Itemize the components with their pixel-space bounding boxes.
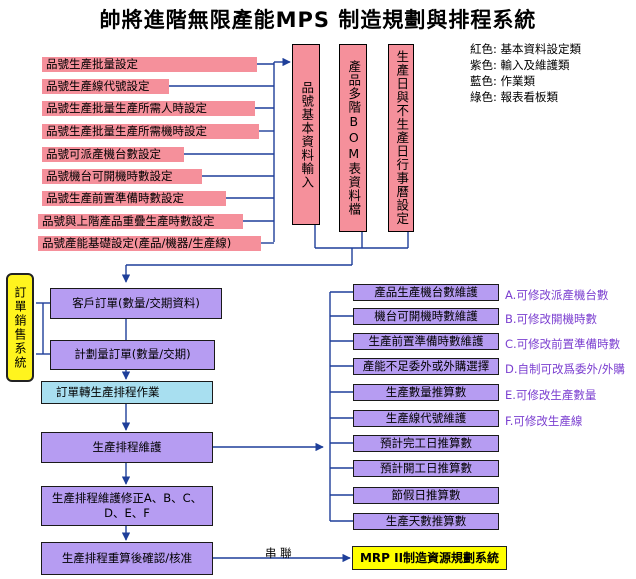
note-b: B.可修改開機時數 <box>505 312 598 326</box>
schedule-maintain-box[interactable]: 生產排程維護 <box>41 432 213 463</box>
note-f: F.可修改生產線 <box>505 414 583 428</box>
right-item-prep-hours[interactable]: 生產前置準備時數維護 <box>353 333 499 350</box>
right-item-machine-count[interactable]: 產品生產機台數維護 <box>353 284 499 301</box>
item-master-input-box[interactable]: 品號基本資料輸入 <box>292 44 320 225</box>
legend-blue: 藍色: 作業類 <box>470 74 536 88</box>
customer-order-box[interactable]: 客戶訂單(數量/交期資料) <box>50 288 222 319</box>
order-to-schedule-box[interactable]: 訂單轉生產排程作業 <box>41 381 213 404</box>
note-a: A.可修改派產機台數 <box>505 288 609 302</box>
setting-lead-prep-hours[interactable]: 品號生產前置準備時數設定 <box>42 191 226 206</box>
schedule-recalc-box[interactable]: 生產排程重算後確認/核准 <box>41 542 213 575</box>
legend-red: 紅色: 基本資料設定類 <box>470 42 582 56</box>
order-sales-system[interactable]: 訂單銷售系統 <box>6 273 34 382</box>
setting-machine-hours[interactable]: 品號生產批量生產所需機時設定 <box>42 124 259 139</box>
legend-purple: 紫色: 輸入及維護類 <box>470 58 570 72</box>
right-item-line-code[interactable]: 生產線代號維護 <box>353 410 499 427</box>
note-d: D.自制可改爲委外/外購 <box>505 362 625 376</box>
setting-capacity-base[interactable]: 品號產能基礎設定(產品/機器/生產線) <box>38 236 261 251</box>
serial-label: 串 聯 <box>265 546 292 560</box>
setting-overlap-hours[interactable]: 品號與上階產品重疊生產時數設定 <box>38 214 243 229</box>
calendar-setting-box[interactable]: 生產日與不生產日行事曆設定 <box>388 44 414 232</box>
bom-file-box[interactable]: 產品多階BOM表資料檔 <box>339 44 367 232</box>
right-item-start-date[interactable]: 預計開工日推算數 <box>353 460 499 477</box>
note-c: C.可修改前置準備時數 <box>505 337 621 351</box>
setting-machine-open-hours[interactable]: 品號機台可開機時數設定 <box>42 169 202 184</box>
setting-line-code[interactable]: 品號生產線代號設定 <box>42 79 169 94</box>
right-item-holidays[interactable]: 節假日推算數 <box>353 487 499 504</box>
schedule-correct-box[interactable]: 生產排程維護修正A、B、C、D、E、F <box>41 486 213 526</box>
page-title: 帥將進階無限產能MPS 制造規劃與排程系統 <box>99 8 537 32</box>
right-item-quantity[interactable]: 生產數量推算數 <box>353 384 499 401</box>
setting-machine-count[interactable]: 品號可派產機台數設定 <box>42 147 184 162</box>
right-item-outsource[interactable]: 產能不足委外或外購選擇 <box>353 358 499 375</box>
color-legend: 紅色: 基本資料設定類 紫色: 輸入及維護類 藍色: 作業類 綠色: 報表看板類 <box>470 41 581 105</box>
mrp-system-box[interactable]: MRP II制造資源規劃系統 <box>352 546 507 570</box>
right-item-finish-date[interactable]: 預計完工日推算數 <box>353 435 499 452</box>
legend-green: 綠色: 報表看板類 <box>470 90 559 104</box>
planned-order-box[interactable]: 計劃量訂單(數量/交期) <box>50 340 215 370</box>
setting-batch-qty[interactable]: 品號生產批量設定 <box>42 57 257 72</box>
right-item-open-hours[interactable]: 機台可開機時數維護 <box>353 308 499 325</box>
note-e: E.可修改生產數量 <box>505 388 597 402</box>
right-item-production-days[interactable]: 生產天數推算數 <box>353 513 499 530</box>
setting-man-hours[interactable]: 品號生產批量生產所需人時設定 <box>42 101 255 116</box>
